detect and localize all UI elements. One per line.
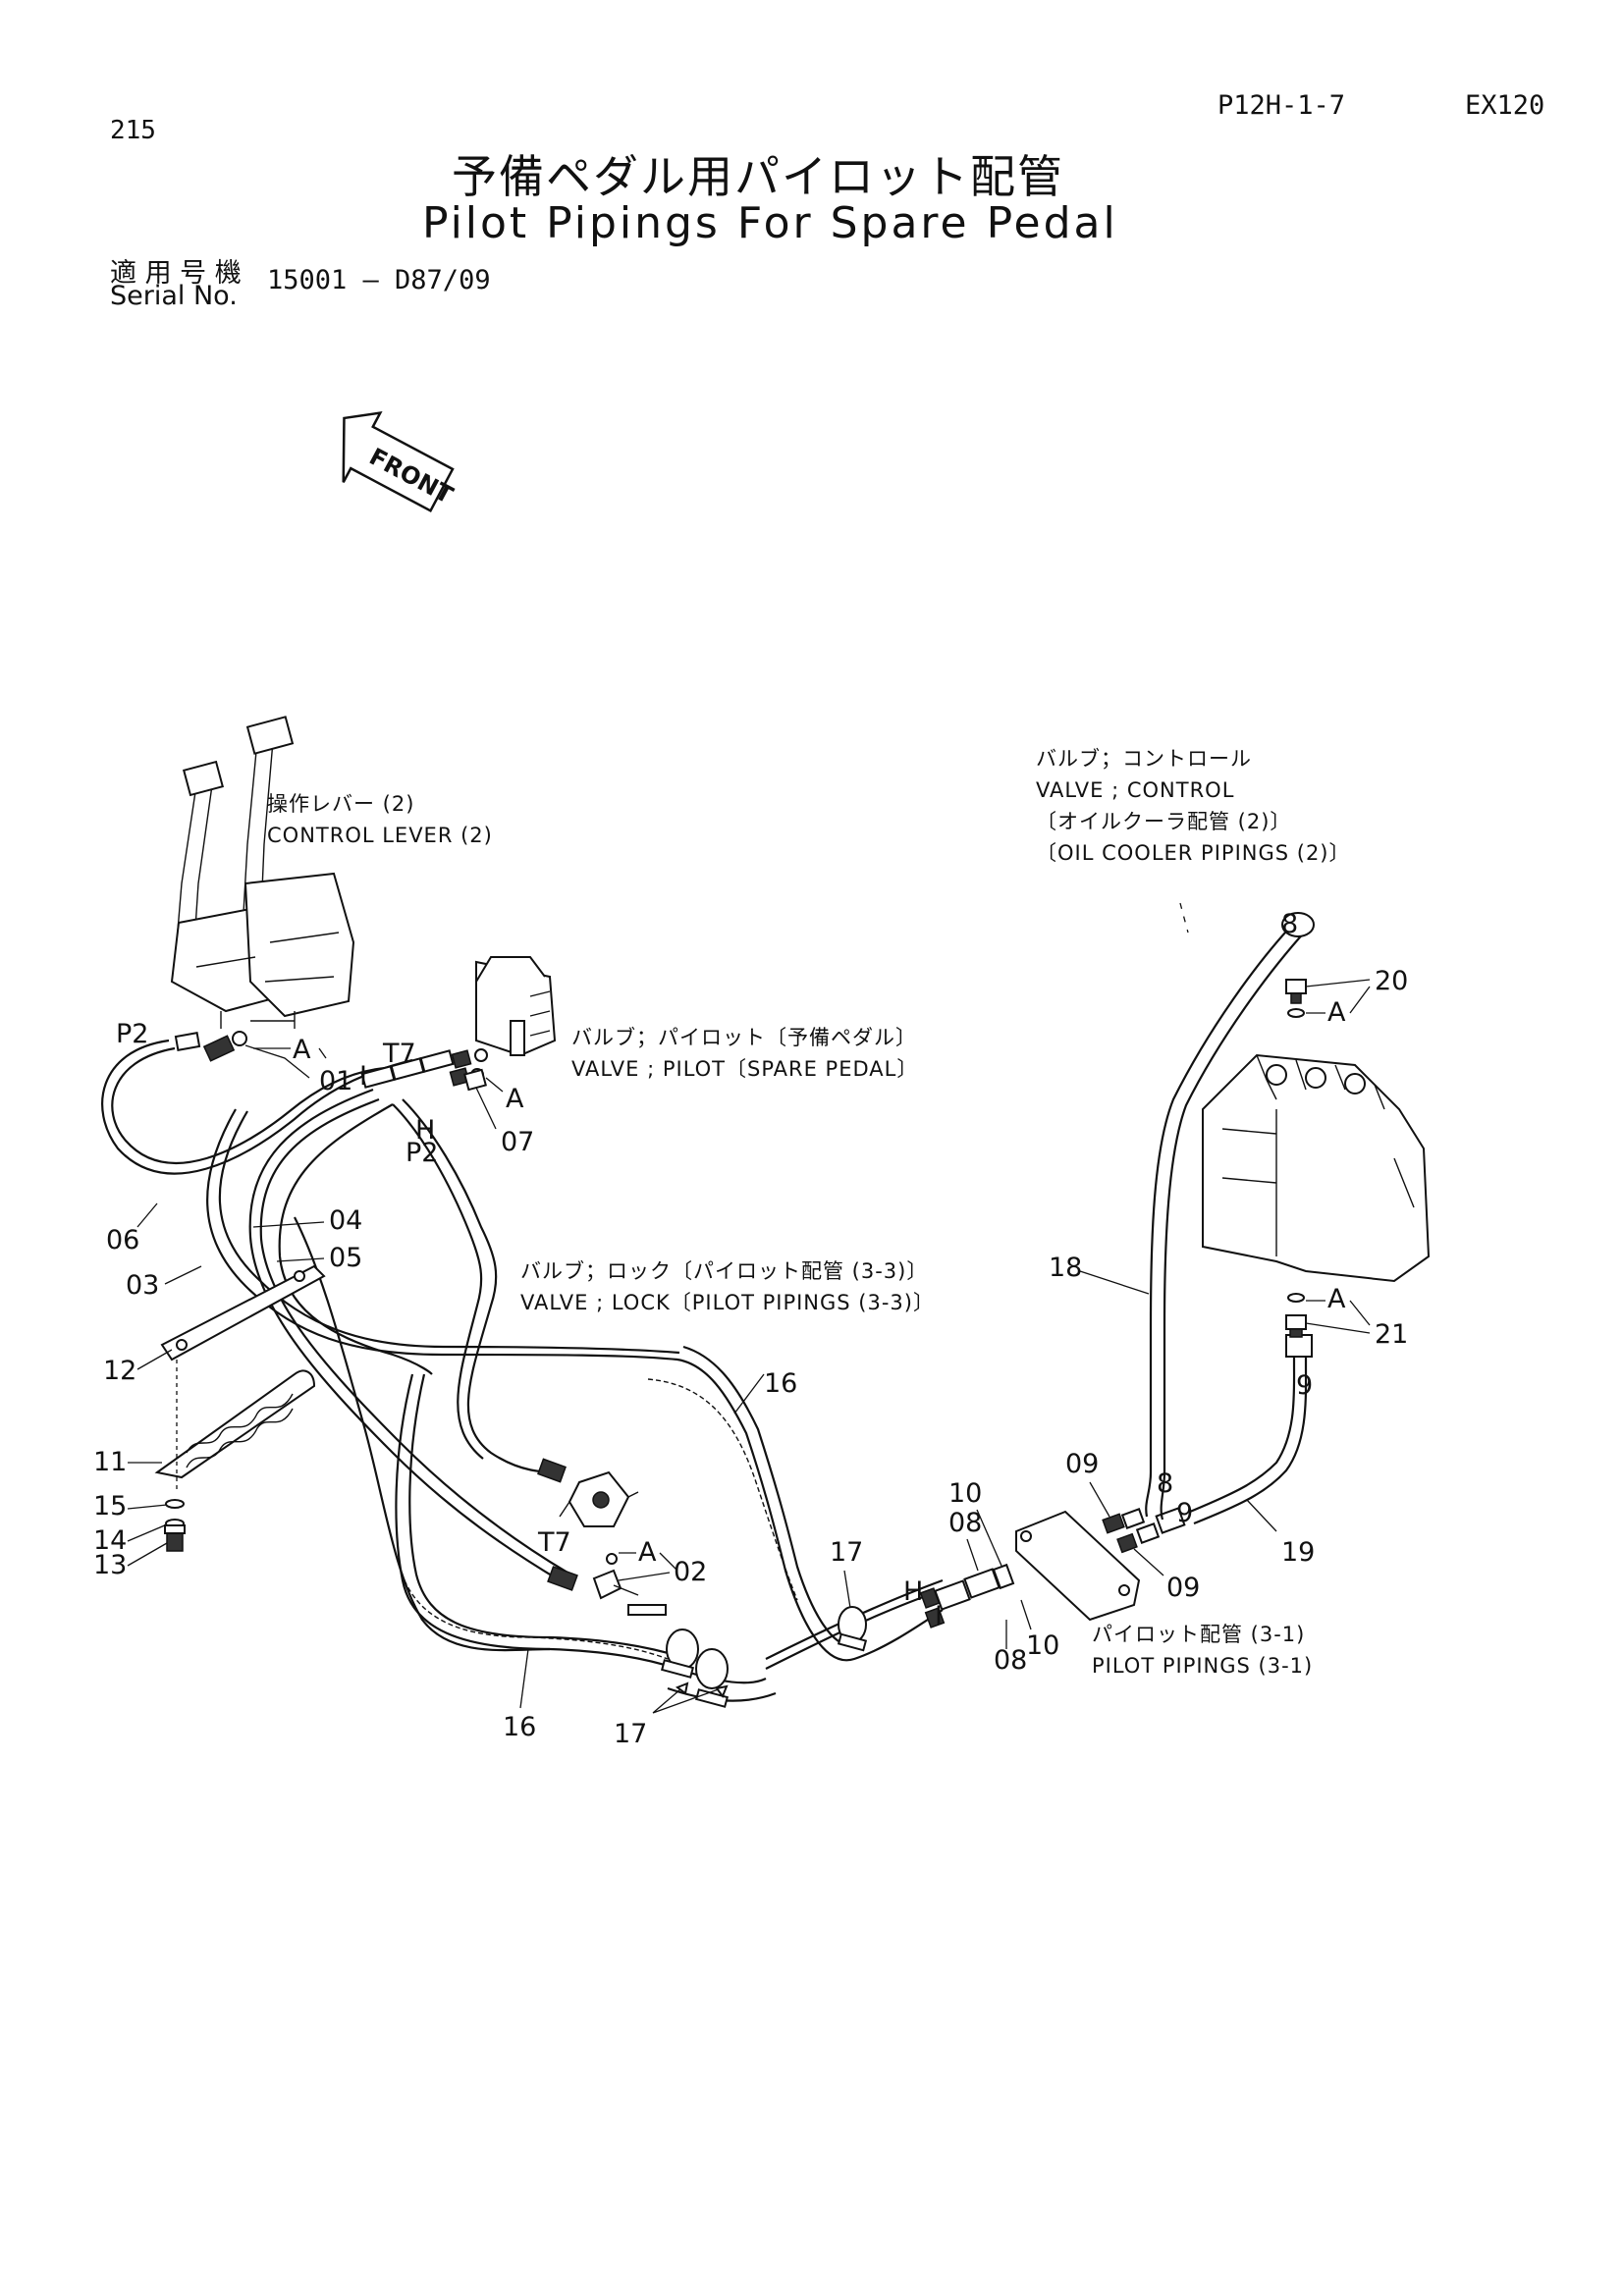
serial-label-en: Serial No. — [110, 281, 238, 311]
page-title-jp: 予備ペダル用パイロット配管 — [452, 150, 1064, 203]
fitting-20 — [1285, 979, 1307, 1018]
part-label-11: 11 — [93, 1447, 127, 1477]
pipe-19 — [1189, 1334, 1313, 1525]
washer-15 — [165, 1499, 185, 1509]
part-label-18: 18 — [1049, 1253, 1082, 1283]
bolt-13 — [164, 1524, 186, 1552]
callout-oil-cooler-en: 〔OIL COOLER PIPINGS (2)〕 — [1036, 841, 1351, 865]
port-label-t7-low: T7 — [537, 1527, 571, 1558]
part-label-02: 02 — [674, 1557, 707, 1587]
port-label-9-right: 9 — [1296, 1370, 1313, 1401]
part-label-12: 12 — [103, 1356, 136, 1386]
fittings-upper-manifold — [360, 1048, 488, 1089]
callout-control-lever-en: CONTROL LEVER (2) — [267, 824, 493, 847]
document-code: P12H-1-7 — [1217, 90, 1346, 121]
port-label-9-mid: 9 — [1176, 1498, 1193, 1528]
callout-oil-cooler-jp: 〔オイルクーラ配管 (2)〕 — [1036, 810, 1291, 833]
page-number: 215 — [110, 116, 156, 145]
callout-valve-lock-en: VALVE ; LOCK〔PILOT PIPINGS (3-3)〕 — [520, 1291, 935, 1314]
part-label-10-upper: 10 — [948, 1478, 982, 1509]
lock-valve — [537, 1458, 639, 1527]
part-labels: 01 02 03 04 05 06 07 08 08 09 09 10 10 1… — [93, 966, 1408, 1749]
part-label-21: 21 — [1375, 1319, 1408, 1350]
serial-label-jp: 適 用 号 機 — [110, 258, 242, 289]
part-label-17-left: 17 — [614, 1719, 647, 1749]
part-label-09-upper: 09 — [1065, 1449, 1099, 1479]
clamp-plate-11 — [154, 1369, 316, 1479]
port-label-i-low: I — [935, 1601, 943, 1631]
part-label-08-upper: 08 — [948, 1508, 982, 1538]
control-valve — [1202, 1053, 1431, 1283]
serial-number-range: 15001 – D87/09 — [267, 265, 491, 295]
port-label-a5: A — [1327, 1284, 1346, 1314]
port-label-i-top: I — [359, 1061, 367, 1092]
fitting-07 — [463, 1068, 487, 1092]
part-label-20: 20 — [1375, 966, 1408, 996]
fitting-01 — [174, 1031, 247, 1062]
callout-valve-control-en: VALVE ; CONTROL — [1036, 778, 1234, 802]
callout-valve-pilot-en: VALVE ; PILOT〔SPARE PEDAL〕 — [571, 1057, 918, 1081]
part-label-19: 19 — [1281, 1537, 1315, 1568]
machine-model: EX120 — [1465, 90, 1545, 121]
callout-valve-lock-jp: バルブ；ロック〔パイロット配管 (3-3)〕 — [520, 1259, 928, 1283]
callout-valve-pilot-jp: バルブ；パイロット〔予備ペダル〕 — [571, 1026, 917, 1049]
part-label-04: 04 — [329, 1205, 362, 1236]
part-label-13: 13 — [93, 1550, 127, 1580]
part-label-05: 05 — [329, 1243, 362, 1273]
fittings-08-10-left — [919, 1563, 1015, 1629]
control-lever-assembly — [170, 716, 355, 1029]
callout-control-lever-jp: 操作レバー (2) — [267, 792, 414, 816]
tee-fitting-02 — [547, 1553, 667, 1616]
part-label-10-lower: 10 — [1026, 1630, 1059, 1661]
port-label-a3: A — [638, 1537, 657, 1568]
port-label-h-top: H — [415, 1115, 435, 1146]
part-label-16-upper: 16 — [764, 1368, 797, 1399]
port-label-8-mid: 8 — [1157, 1468, 1173, 1499]
fittings-09 — [1102, 1507, 1186, 1554]
bracket-12 — [160, 1264, 326, 1362]
port-label-a4: A — [1327, 997, 1346, 1028]
part-label-06: 06 — [106, 1225, 139, 1255]
callout-valve-control-jp: バルブ；コントロール — [1036, 747, 1252, 771]
page-title-en: Pilot Pipings For Spare Pedal — [422, 198, 1118, 248]
part-label-08-lower: 08 — [994, 1645, 1027, 1676]
clamp-17-right — [837, 1606, 868, 1652]
part-label-09-lower: 09 — [1166, 1573, 1200, 1603]
port-label-h-low: H — [903, 1576, 923, 1607]
port-label-p2-left: P2 — [116, 1019, 148, 1049]
hose-bundle — [101, 1039, 944, 1702]
port-label-p2-mid: P2 — [406, 1138, 438, 1168]
junction-block-10 — [1015, 1510, 1141, 1622]
pipe-18 — [1145, 912, 1315, 1521]
port-label-t7-top: T7 — [382, 1039, 416, 1069]
fitting-21 — [1285, 1293, 1307, 1338]
part-label-01: 01 — [319, 1066, 352, 1096]
port-label-a2: A — [506, 1084, 524, 1114]
part-label-16-lower: 16 — [503, 1712, 536, 1742]
part-label-07: 07 — [501, 1127, 534, 1157]
port-label-8-top: 8 — [1281, 909, 1298, 939]
port-labels: P2 T7 I H P2 T7 H I 8 9 8 9 A A A A A — [116, 909, 1371, 1631]
part-label-15: 15 — [93, 1491, 127, 1522]
hose-16-guard-upper — [647, 1378, 798, 1601]
part-label-17-right: 17 — [830, 1537, 863, 1568]
front-arrow-icon: FRONT — [342, 411, 458, 512]
callout-pilot-pipings-en: PILOT PIPINGS (3-1) — [1092, 1654, 1313, 1678]
pilot-valve-spare-pedal — [475, 956, 557, 1057]
callout-pilot-pipings-jp: パイロット配管 (3-1) — [1092, 1623, 1305, 1646]
hose-16-guard-lower — [404, 1579, 669, 1660]
port-label-a1: A — [293, 1035, 311, 1065]
part-label-03: 03 — [126, 1270, 159, 1301]
part-label-14: 14 — [93, 1525, 127, 1556]
